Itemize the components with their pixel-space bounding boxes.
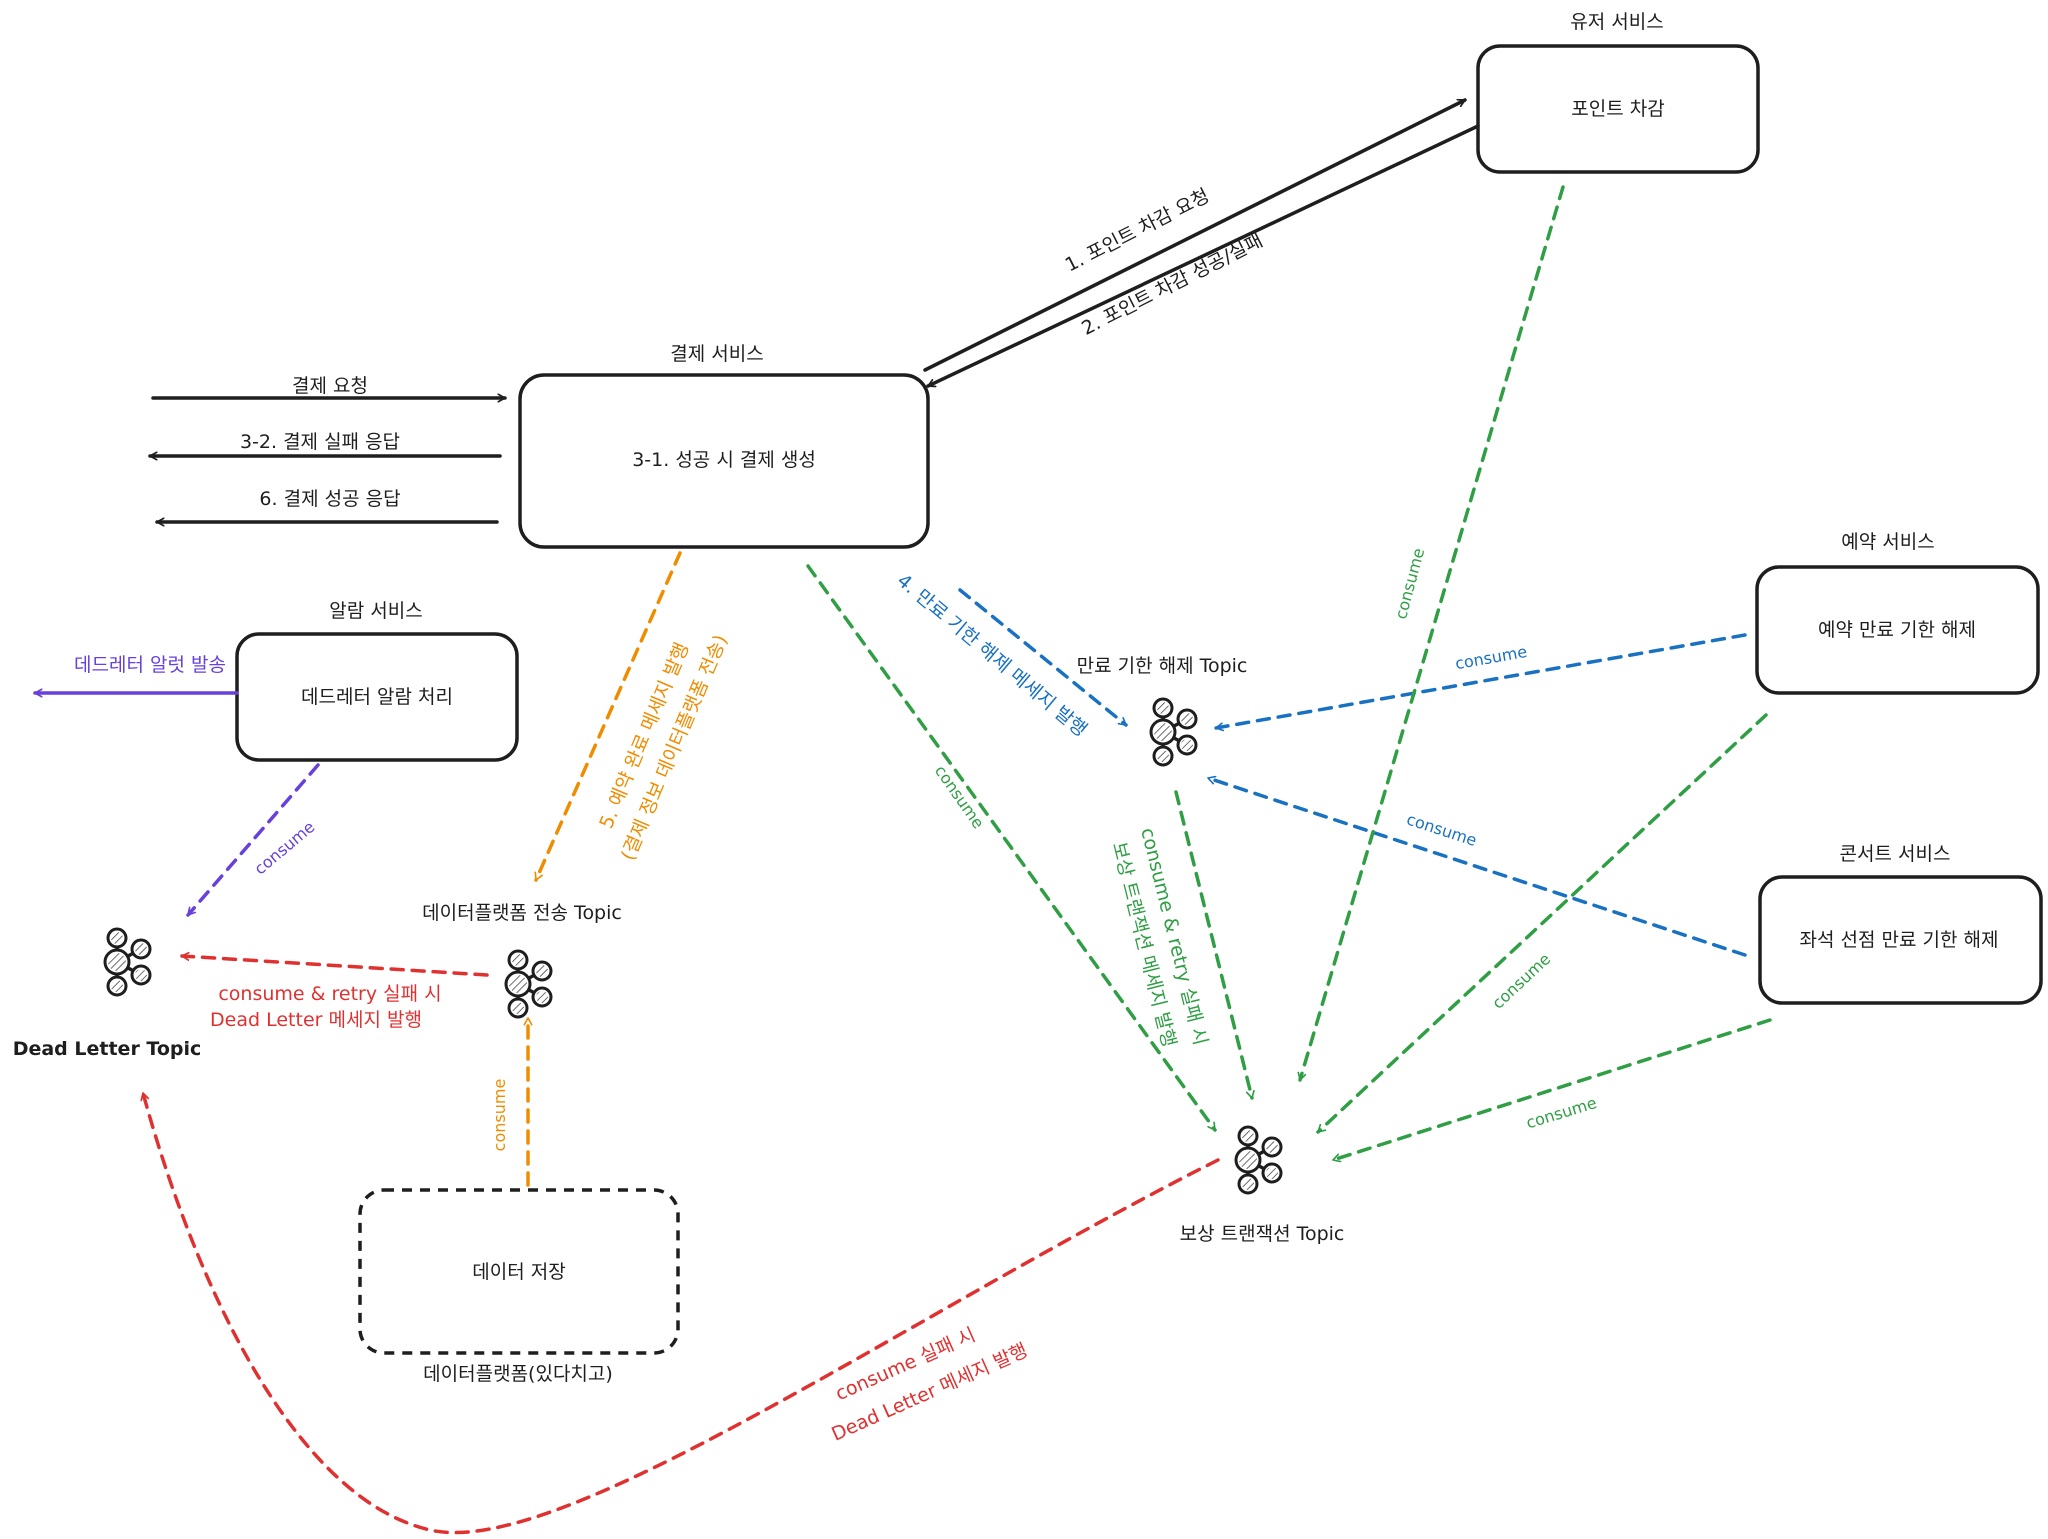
payment-service-box — [518, 373, 930, 549]
deadletter-alert-arrow: 데드레터 알럿 발송 — [33, 654, 239, 693]
reservation-service-label: 예약 만료 기한 해제 — [1818, 619, 1976, 641]
alarm-consume-arrow: consume — [186, 763, 320, 917]
deadletter-topic-label: Dead Letter Topic — [13, 1038, 202, 1060]
dataplatform-label: 데이터 저장 — [472, 1261, 565, 1283]
payment-service-label: 3-1. 성공 시 결제 생성 — [632, 449, 816, 471]
user-service-label: 포인트 차감 — [1571, 98, 1664, 120]
compensation-topic-label: 보상 트랜잭션 Topic — [1180, 1223, 1345, 1245]
dataplatform-consume-arrow: consume — [490, 1016, 528, 1187]
compensation-publish-arrow: consume & retry 실패 시 보상 트랜잭션 메세지 발행 — [1108, 790, 1252, 1100]
reservation-complete-arrow: 5. 예약 완료 메세지 발행 (결제 정보 데이터플랫폼 전송) — [534, 551, 732, 882]
payment-request-label: 결제 요청 — [292, 375, 368, 397]
deadletter-alert-label: 데드레터 알럿 발송 — [74, 654, 226, 676]
alarm-service: 알람 서비스 데드레터 알람 처리 — [235, 600, 519, 762]
kafka-topic-icon — [504, 949, 553, 1019]
payment-service: 결제 서비스 3-1. 성공 시 결제 생성 — [518, 343, 930, 549]
dataplatform-service: 데이터 저장 데이터플랫폼(있다치고) — [358, 1188, 680, 1385]
reservation-expiry-consume-label: consume — [1454, 642, 1529, 673]
concert-compensation-consume-arrow: consume — [1331, 1018, 1772, 1160]
alarm-consume-label: consume — [251, 817, 319, 878]
alarm-service-title: 알람 서비스 — [329, 600, 422, 622]
deadletter-retry-label-2: Dead Letter 메세지 발행 — [210, 1009, 422, 1031]
deadletter-retry-label-1: consume & retry 실패 시 — [218, 983, 441, 1005]
alarm-service-box — [235, 632, 519, 762]
point-deduct-result-arrow: 2. 포인트 차감 성공/실패 — [926, 124, 1480, 388]
alarm-service-label: 데드레터 알람 처리 — [301, 686, 453, 708]
user-service: 유저 서비스 포인트 차감 — [1476, 11, 1760, 174]
reservation-compensation-consume-arrow: consume — [1316, 713, 1768, 1134]
payment-request-arrow: 결제 요청 — [151, 375, 507, 398]
kafka-topic-icon — [1234, 1125, 1283, 1195]
reservation-expiry-consume-arrow: consume — [1214, 633, 1747, 728]
user-service-box — [1476, 44, 1760, 174]
payment-fail-response-label: 3-2. 결제 실패 응답 — [240, 431, 400, 453]
reservation-service-title: 예약 서비스 — [1841, 531, 1934, 553]
dataplatform-title: 데이터플랫폼(있다치고) — [423, 1363, 613, 1385]
payment-fail-response-arrow: 3-2. 결제 실패 응답 — [148, 431, 502, 456]
payment-service-title: 결제 서비스 — [670, 343, 763, 365]
concert-expiry-consume-arrow: consume — [1206, 778, 1747, 957]
concert-compensation-consume-label: consume — [1524, 1093, 1599, 1132]
user-service-title: 유저 서비스 — [1570, 11, 1663, 33]
deadletter-retry-arrow: consume & retry 실패 시 Dead Letter 메세지 발행 — [180, 956, 489, 1031]
user-compensation-consume-label: consume — [1391, 546, 1428, 621]
expiry-publish-label: 4. 만료 기한 해제 메세지 발행 — [893, 570, 1091, 742]
concert-expiry-consume-label: consume — [1404, 810, 1479, 851]
reservation-compensation-consume-label: consume — [1488, 949, 1554, 1012]
dataplatform-topic-label: 데이터플랫폼 전송 Topic — [422, 902, 622, 924]
user-compensation-consume-arrow: consume — [1300, 185, 1565, 1082]
concert-service: 콘서트 서비스 좌석 선점 만료 기한 해제 — [1758, 843, 2043, 1005]
expiry-topic-label: 만료 기한 해제 Topic — [1077, 655, 1248, 677]
payment-compensation-consume-label: consume — [931, 762, 988, 832]
payment-success-response-label: 6. 결제 성공 응답 — [259, 488, 400, 510]
reservation-service: 예약 서비스 예약 만료 기한 해제 — [1755, 531, 2040, 695]
reservation-service-box — [1755, 565, 2040, 695]
kafka-topic-icon — [103, 927, 152, 997]
dataplatform-box — [358, 1188, 680, 1355]
dataplatform-topic: 데이터플랫폼 전송 Topic — [422, 902, 622, 1019]
kafka-topic-icon — [1149, 697, 1198, 767]
deadletter-topic: Dead Letter Topic — [13, 927, 202, 1060]
dataplatform-consume-label: consume — [490, 1079, 509, 1152]
concert-service-title: 콘서트 서비스 — [1840, 843, 1951, 865]
deadletter-fail-arrow: consume 실패 시 Dead Letter 메세지 발행 — [143, 1091, 1220, 1535]
concert-service-label: 좌석 선점 만료 기한 해제 — [1800, 929, 1999, 951]
concert-service-box — [1758, 875, 2043, 1005]
point-deduct-request-arrow: 1. 포인트 차감 요청 — [923, 98, 1467, 372]
expiry-topic: 만료 기한 해제 Topic — [1077, 655, 1248, 767]
payment-success-response-arrow: 6. 결제 성공 응답 — [155, 488, 499, 522]
compensation-topic: 보상 트랜잭션 Topic — [1180, 1125, 1345, 1245]
